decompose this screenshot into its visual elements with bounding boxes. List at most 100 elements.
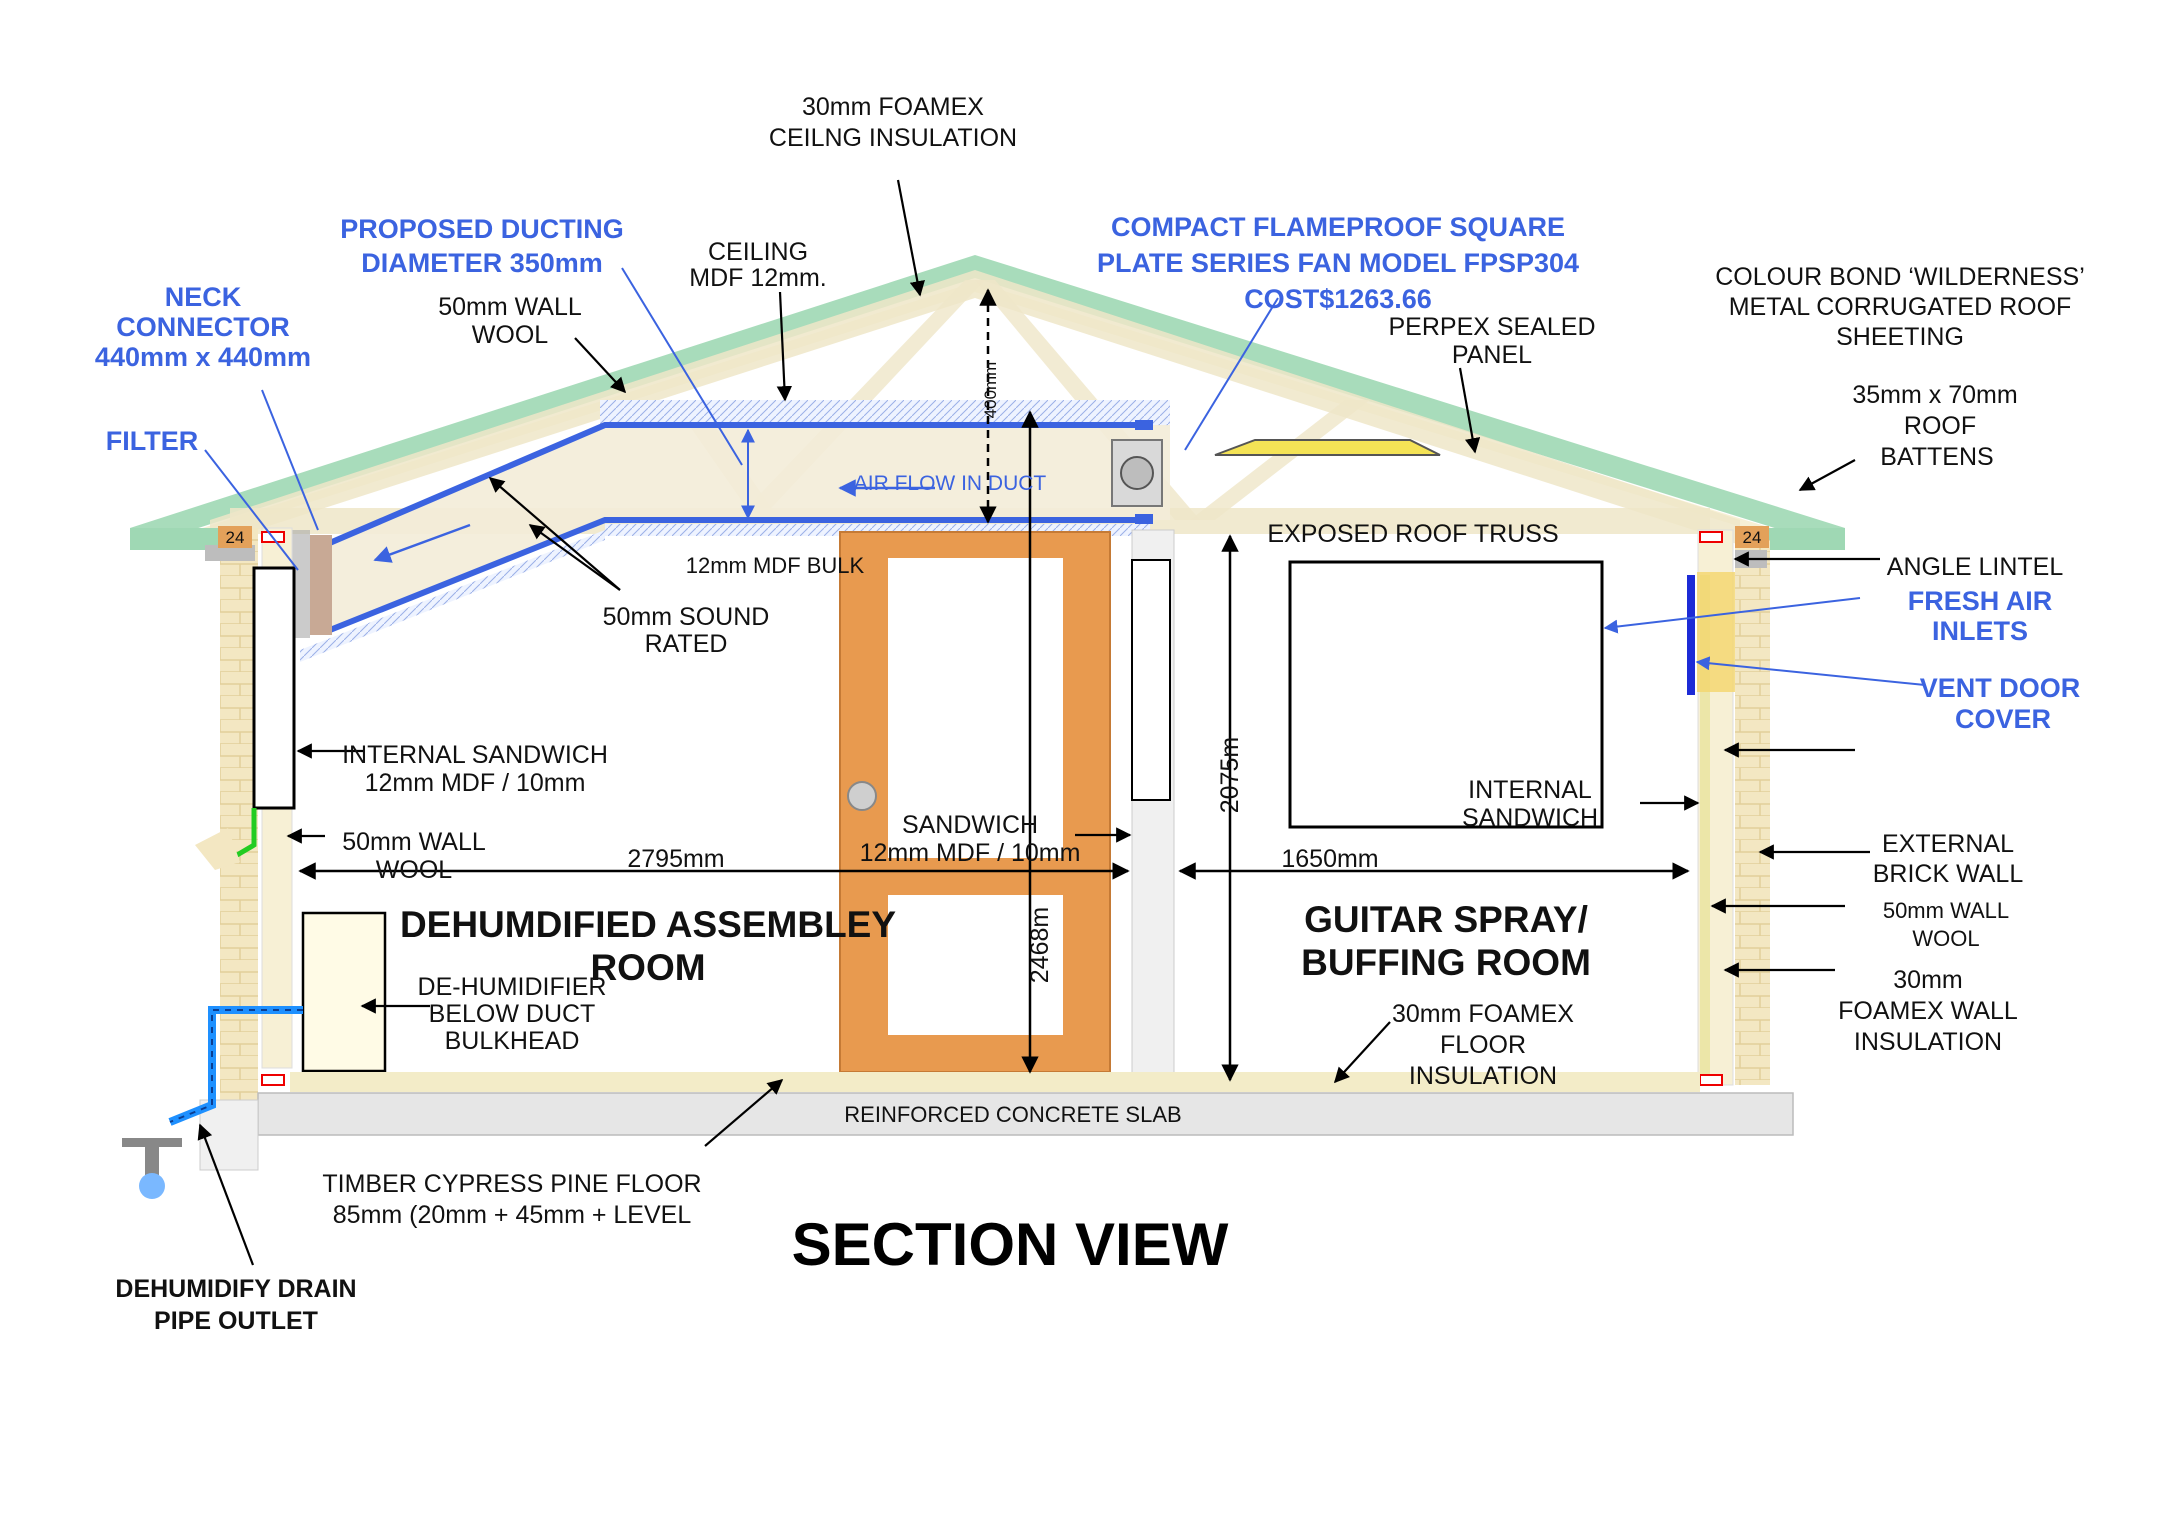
- label-battens-2: ROOF: [1904, 412, 1976, 440]
- leader-wall-wool-top: [574, 337, 627, 394]
- label-fresh-air-2: INLETS: [1932, 616, 2028, 646]
- label-neck-3: 440mm x 440mm: [95, 342, 311, 372]
- label-wall-wool-left-2: WOOL: [376, 856, 452, 884]
- label-foamex-ceiling-1: 30mm FOAMEX: [802, 93, 984, 121]
- ceiling-insulation: [600, 400, 1170, 426]
- vent-frame: [1697, 572, 1735, 692]
- floor-assembly: [122, 1006, 1794, 1199]
- leader-vent-door: [1695, 656, 1926, 686]
- label-brick-tag-left: 24: [226, 528, 245, 547]
- label-air-flow: AIR FLOW IN DUCT: [854, 472, 1047, 495]
- label-fan-3: COST$1263.66: [1244, 284, 1432, 314]
- label-timber-2: 85mm (20mm + 45mm + LEVEL: [333, 1201, 692, 1229]
- airflow-arrow-sloped: [373, 523, 471, 563]
- label-fresh-air-1: FRESH AIR: [1908, 586, 2053, 616]
- room-left-line2: ROOM: [590, 947, 705, 988]
- label-external-brick-1: EXTERNAL: [1882, 830, 2014, 858]
- label-perspex-1: PERPEX SEALED: [1388, 313, 1595, 341]
- label-slab: REINFORCED CONCRETE SLAB: [844, 1102, 1181, 1127]
- duct-bottom-line: [328, 517, 1150, 633]
- leader-filter: [204, 449, 299, 571]
- leader-battens: [1798, 459, 1856, 491]
- room-right-line1: GUITAR SPRAY/: [1304, 899, 1588, 940]
- vent-cover: [1687, 575, 1695, 695]
- label-neck-2: CONNECTOR: [116, 312, 290, 342]
- downpipe-bracket: [195, 828, 240, 870]
- eave-left: [130, 528, 230, 550]
- neck-connector-box: [310, 535, 332, 635]
- leader-lines-blue: [204, 267, 1926, 686]
- red-marker-bl: [261, 1074, 285, 1086]
- label-wall-wool-top-1: 50mm WALL: [438, 293, 582, 321]
- duct-assembly: [292, 288, 1441, 662]
- label-sound-rated-2: RATED: [645, 630, 728, 658]
- fan-hub: [1120, 456, 1154, 490]
- red-marker-tr: [1699, 531, 1723, 543]
- label-foamex-wall-2: FOAMEX WALL: [1838, 997, 2018, 1025]
- label-bulkhead: 12mm MDF BULK: [686, 553, 865, 578]
- brick-wall-right: [1735, 540, 1770, 1085]
- label-drain-1: DEHUMIDIFY DRAIN: [115, 1275, 356, 1303]
- drain-grate-post: [145, 1147, 159, 1177]
- dehumidifier-unit: [301, 911, 387, 1073]
- label-battens-1: 35mm x 70mm: [1852, 381, 2017, 409]
- label-wall-wool-right-2: WOOL: [1912, 926, 1979, 951]
- text-labels: 30mm FOAMEX CEILNG INSULATION PROPOSED D…: [95, 93, 2085, 1335]
- leader-sound-2: [528, 524, 621, 591]
- label-proposed-ducting-1: PROPOSED DUCTING: [340, 214, 624, 244]
- label-foamex-floor-2: FLOOR: [1440, 1031, 1526, 1059]
- label-vent-door-2: COVER: [1955, 704, 2051, 734]
- label-drain-2: PIPE OUTLET: [154, 1307, 318, 1335]
- label-external-brick-2: BRICK WALL: [1873, 860, 2024, 888]
- label-internal-sandwich-left-2: 12mm MDF / 10mm: [365, 769, 586, 797]
- truss-web-right-2: [1190, 400, 1370, 520]
- leader-neck: [261, 389, 319, 531]
- leader-sound-1: [488, 476, 621, 591]
- label-timber-1: TIMBER CYPRESS PINE FLOOR: [322, 1170, 701, 1198]
- label-battens-3: BATTENS: [1880, 443, 1993, 471]
- label-dehumidifier-2: BELOW DUCT: [429, 1000, 596, 1028]
- label-dim-right-width: 1650mm: [1281, 845, 1378, 873]
- label-perspex-2: PANEL: [1452, 341, 1532, 369]
- walls: [195, 526, 1770, 1130]
- label-foamex-floor-3: INSULATION: [1409, 1062, 1557, 1090]
- label-ceiling-1: CEILING: [708, 238, 808, 266]
- partition-cavity: [1131, 559, 1171, 801]
- sloped-insulation: [300, 530, 605, 662]
- leader-fan: [1184, 297, 1279, 451]
- green-seal: [230, 808, 257, 861]
- label-colorbond-1: COLOUR BOND ‘WILDERNESS’: [1715, 263, 2085, 291]
- duct-top-line: [323, 422, 1150, 548]
- room-right-line2: BUFFING ROOM: [1301, 942, 1591, 983]
- leader-lines: [197, 179, 1880, 1266]
- label-colorbond-2: METAL CORRUGATED ROOF: [1729, 293, 2072, 321]
- leader-perspex: [1458, 367, 1481, 454]
- label-neck-1: NECK: [165, 282, 242, 312]
- label-wall-wool-top-2: WOOL: [472, 321, 548, 349]
- label-dim-truss-height: 400mm: [981, 362, 1000, 419]
- label-foamex-wall-1: 30mm: [1893, 966, 1962, 994]
- label-fan-2: PLATE SERIES FAN MODEL FPSP304: [1097, 248, 1579, 278]
- label-angle-lintel: ANGLE LINTEL: [1887, 553, 2064, 581]
- label-foamex-floor-1: 30mm FOAMEX: [1392, 1000, 1574, 1028]
- label-vent-door-1: VENT DOOR: [1920, 673, 2081, 703]
- leader-proposed-ducting: [621, 267, 743, 466]
- label-sandwich-mid-2: 12mm MDF / 10mm: [860, 839, 1081, 867]
- label-colorbond-3: SHEETING: [1836, 323, 1964, 351]
- label-fan-1: COMPACT FLAMEPROOF SQUARE: [1111, 212, 1565, 242]
- leader-timber-floor: [704, 1078, 784, 1147]
- label-dim-left-height: 2468m: [1026, 907, 1054, 983]
- door-knob: [847, 781, 877, 811]
- drain-drop-icon: [139, 1173, 165, 1199]
- drain-pipe-inner: [169, 1009, 303, 1123]
- perspex-panel: [1214, 439, 1441, 456]
- room-left-line1: DEHUMDIFIED ASSEMBLEY: [400, 904, 896, 945]
- label-proposed-ducting-2: DIAMETER 350mm: [361, 248, 603, 278]
- label-dim-left-width: 2795mm: [627, 845, 724, 873]
- leader-foamex-ceiling: [896, 179, 925, 297]
- label-dehumidifier-1: DE-HUMIDIFIER: [418, 973, 607, 1001]
- label-sound-rated-1: 50mm SOUND: [603, 603, 770, 631]
- brick-tag-right: [1735, 526, 1769, 548]
- label-foamex-ceiling-2: CEILNG INSULATION: [769, 124, 1017, 152]
